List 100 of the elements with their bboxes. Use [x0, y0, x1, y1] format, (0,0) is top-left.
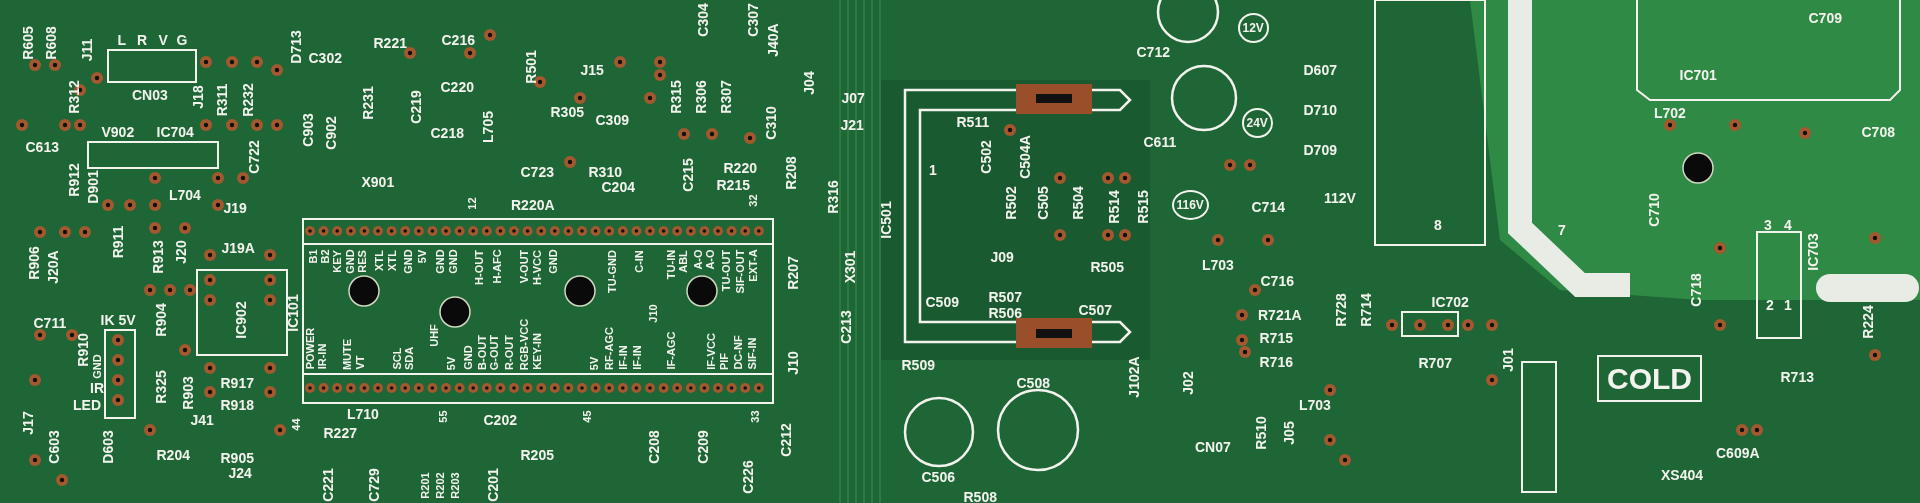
component-label: R509: [901, 358, 935, 372]
pin-label: ABL: [677, 249, 689, 273]
component-label: R310: [588, 165, 622, 179]
component-label: R906: [26, 246, 41, 280]
component-label: J17: [20, 411, 35, 435]
marking-box: [1597, 355, 1702, 402]
component-label: C902: [323, 116, 338, 150]
component-label: C509: [925, 295, 959, 309]
component-label: R505: [1090, 260, 1124, 274]
marking-text: COLD: [1607, 361, 1692, 396]
component-label: J02: [1180, 371, 1195, 395]
component-label: R903: [180, 376, 195, 410]
component-label: R202: [434, 471, 446, 499]
pin-label: TU-OUT: [720, 249, 732, 292]
component-label: R201: [419, 471, 431, 499]
component-label: C226: [740, 460, 755, 494]
component-label: R204: [156, 448, 190, 462]
component-label: C506: [921, 470, 955, 484]
pin-label: IF-AGC: [665, 331, 677, 370]
component-label: C723: [520, 165, 554, 179]
pin-label: A-O: [704, 249, 716, 270]
component-label: LED: [73, 398, 101, 412]
component-label: C310: [763, 106, 778, 140]
pin-number: 8: [1434, 218, 1442, 232]
component-label: C218: [430, 126, 464, 140]
pin-label: G-OUT: [489, 334, 501, 370]
component-label: C718: [1688, 273, 1703, 307]
component-label: R205: [520, 448, 554, 462]
pin-label: SDA: [404, 346, 416, 370]
component-label: L703: [1299, 398, 1331, 412]
component-label: C221: [320, 468, 335, 502]
component-label: R501: [523, 50, 538, 84]
pin-label: GND: [547, 249, 559, 274]
pin-label: GND: [462, 345, 474, 370]
component-label: X901: [361, 175, 395, 189]
component-label: J04: [801, 71, 816, 95]
component-label: J07: [841, 91, 865, 105]
component-label: R912: [66, 163, 81, 197]
pin-label: EXT-A: [747, 249, 759, 282]
pin-label: TU-GND: [606, 249, 618, 293]
component-label: CN07: [1195, 440, 1231, 454]
component-label: R904: [153, 303, 168, 337]
component-label: J05: [1281, 421, 1296, 445]
component-label: R221: [373, 36, 407, 50]
pin-label: MUTE: [342, 338, 354, 370]
pin-number: 2: [1766, 298, 1774, 312]
component-label: R305: [550, 105, 584, 119]
component-label: R608: [43, 26, 58, 60]
component-label: R515: [1135, 190, 1150, 224]
component-label: J15: [580, 63, 604, 77]
component-label: C216: [441, 33, 475, 47]
component-label: C716: [1260, 274, 1294, 288]
component-label: R605: [20, 26, 35, 60]
component-label: C714: [1251, 200, 1285, 214]
component-label: R311: [214, 83, 229, 117]
component-label: C722: [246, 140, 261, 174]
ic-outline: [302, 218, 774, 404]
component-label: L704: [169, 188, 201, 202]
component-label: C204: [601, 180, 635, 194]
component-label: R911: [110, 225, 125, 259]
voltage-marking: 24V: [1241, 108, 1273, 138]
pin-label: 5V: [417, 249, 429, 263]
pin-label: VT: [354, 355, 366, 370]
component-label: CN03: [132, 88, 168, 102]
component-label: GND: [91, 353, 103, 379]
component-label: C309: [595, 113, 629, 127]
component-label: IC701: [1679, 68, 1717, 82]
component-label: L703: [1202, 258, 1234, 272]
component-label: J41: [190, 413, 214, 427]
component-label: J102A: [1126, 356, 1141, 398]
pin-label: H-OUT: [473, 249, 485, 285]
pin-label: A-O: [692, 249, 704, 270]
component-label: R508: [963, 490, 997, 503]
voltage-marking: 116V: [1171, 190, 1209, 220]
pin-number: 4: [1784, 218, 1792, 232]
pin-label: RF-AGC: [603, 326, 615, 370]
pin-label: IF-IN: [617, 345, 629, 370]
component-label: IR: [90, 381, 104, 395]
pin-label: B-OUT: [476, 334, 488, 370]
component-label: C505: [1035, 186, 1050, 220]
component-label: IC902: [233, 301, 248, 339]
component-label: C611: [1143, 135, 1177, 149]
component-label: C508: [1016, 376, 1050, 390]
component-label: C220: [440, 80, 474, 94]
component-label: J40A: [765, 23, 780, 57]
component-label: IC702: [1431, 295, 1469, 309]
component-label: R502: [1003, 186, 1018, 220]
component-label: J11: [79, 38, 94, 62]
pin-label: B1: [307, 249, 319, 264]
pin-label: KEY: [331, 249, 343, 273]
component-label: C304: [695, 3, 710, 37]
component-label: R707: [1418, 356, 1452, 370]
component-label: R905: [220, 451, 254, 465]
component-label: R315: [668, 80, 683, 114]
component-label: C609A: [1716, 446, 1760, 460]
component-label: XS404: [1661, 468, 1704, 482]
component-label: R203: [449, 471, 461, 499]
component-label: J18: [190, 85, 205, 109]
pin-label: SCL: [391, 347, 402, 370]
pin-label: IF-VCC: [705, 332, 717, 370]
